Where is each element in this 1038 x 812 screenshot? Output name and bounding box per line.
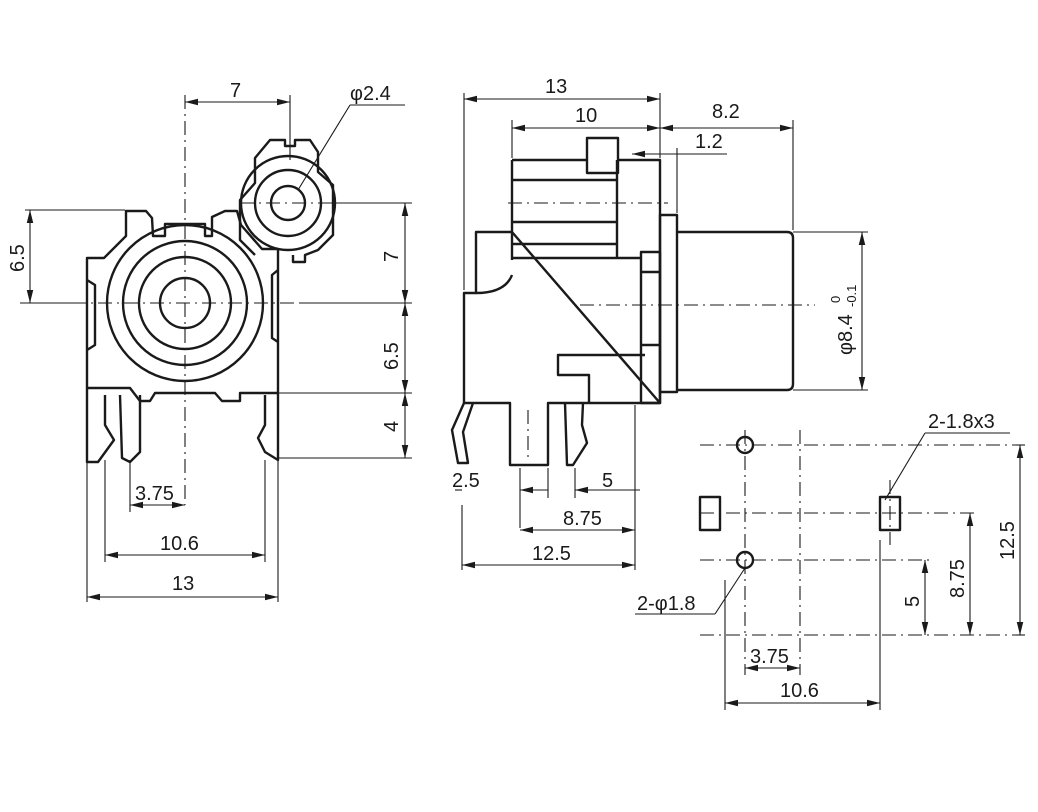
dim-pcb-12-5: 12.5 — [997, 521, 1019, 560]
front-pin-right — [256, 393, 280, 462]
dim-front-3-75: 3.75 — [135, 483, 174, 505]
pcb-hole-top — [735, 435, 755, 455]
dim-front-right-7: 7 — [381, 251, 403, 262]
dim-front-7-top: 7 — [230, 80, 241, 102]
side-barrel — [677, 230, 795, 392]
side-body-fillet — [475, 274, 514, 295]
dim-pcb-5: 5 — [902, 596, 924, 607]
front-side-slot-right — [270, 269, 279, 343]
dim-barrel-dia: φ8.4 0 -0.1 — [828, 285, 859, 355]
dim-front-right-6-5: 6.5 — [381, 342, 403, 370]
dim-pcb-8-75: 8.75 — [947, 559, 969, 598]
side-flange — [658, 213, 679, 394]
front-pin-left — [85, 388, 116, 464]
dim-small-jack-dia: φ2.4 — [350, 83, 391, 105]
side-view: 13 10 8.2 1.2 φ8.4 0 -0.1 2.5 5 8.75 12.… — [450, 76, 868, 570]
dim-side-8-75: 8.75 — [563, 508, 602, 530]
side-body-outline — [462, 158, 662, 467]
side-top-bump — [585, 136, 620, 175]
dim-front-10-6: 10.6 — [160, 533, 199, 555]
dim-barrel-tol-lower: -0.1 — [844, 285, 859, 307]
front-body-outline — [85, 209, 280, 403]
front-pin-mid — [118, 394, 142, 464]
dim-side-10: 10 — [575, 105, 597, 127]
dim-front-left-6-5: 6.5 — [7, 244, 29, 272]
dim-front-right-4: 4 — [381, 421, 403, 432]
dim-side-8-2: 8.2 — [712, 101, 740, 123]
dim-front-13: 13 — [172, 573, 194, 595]
pcb-slot-right — [878, 495, 902, 532]
dim-barrel-dia-value: φ8.4 — [835, 314, 857, 355]
side-inner-flange — [639, 250, 662, 405]
dim-side-2-5: 2.5 — [452, 470, 480, 492]
side-pin-bent — [450, 402, 475, 465]
dim-side-5: 5 — [602, 470, 613, 492]
dim-side-13: 13 — [545, 76, 567, 98]
dim-barrel-tol-upper: 0 — [828, 296, 843, 303]
pcb-slot-left — [698, 495, 722, 532]
front-side-slot-left — [86, 278, 97, 352]
dim-side-1-2: 1.2 — [695, 131, 723, 153]
dim-pcb-10-6: 10.6 — [780, 680, 819, 702]
dim-pcb-holes: 2-φ1.8 — [637, 593, 696, 615]
dim-pcb-3-75: 3.75 — [750, 646, 789, 668]
front-view: 7 φ2.4 6.5 7 6.5 4 3.75 10.6 13 — [7, 80, 412, 602]
dim-pcb-slots: 2-1.8x3 — [928, 411, 995, 433]
dim-side-12-5: 12.5 — [532, 543, 571, 565]
small-jack-housing — [238, 138, 335, 264]
side-pin-right — [563, 402, 589, 467]
pcb-layout: 2-1.8x3 2-φ1.8 12.5 8.75 5 3.75 10.6 — [635, 411, 1025, 710]
